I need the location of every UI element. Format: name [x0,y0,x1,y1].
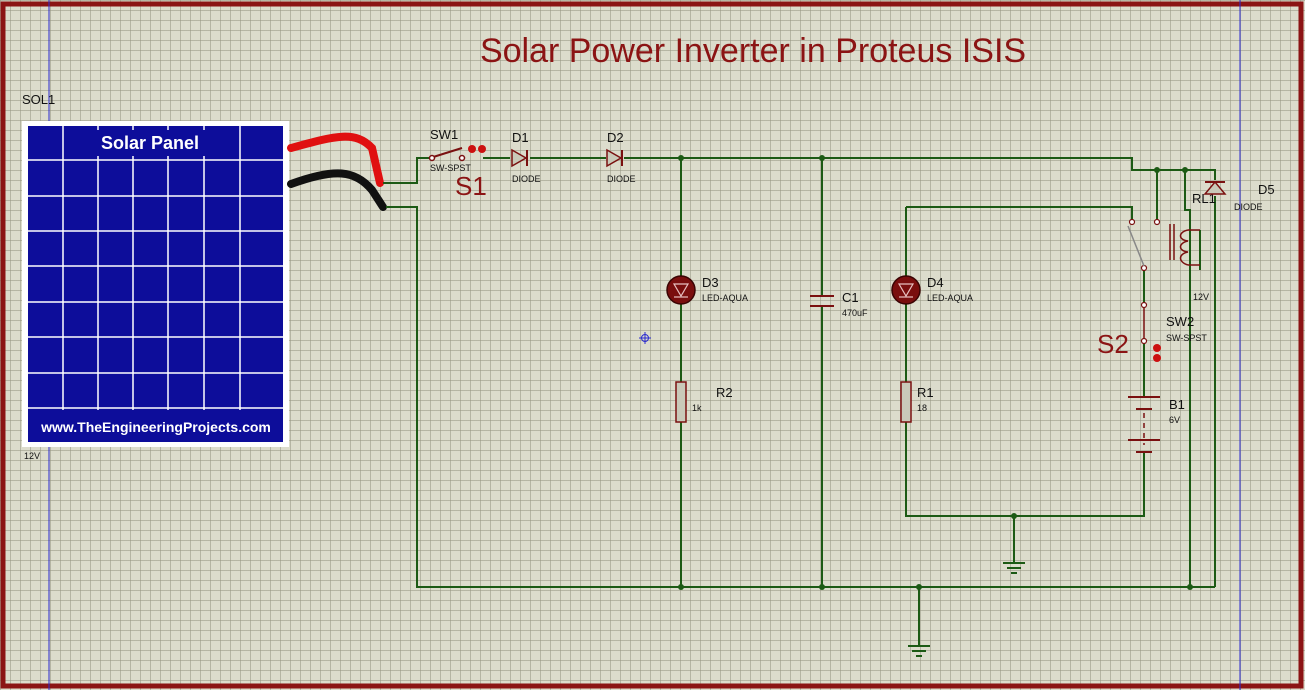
r1-ref: R1 [917,385,934,400]
r1-value: 18 [917,403,927,413]
black-lead [287,169,387,211]
resistor-r2[interactable] [675,381,687,423]
r2-ref: R2 [716,385,733,400]
red-lead [287,132,384,187]
solar-panel[interactable]: Solar Panel www.TheEngineeringProjects.c… [22,121,289,447]
switch-sw1[interactable] [428,145,487,162]
diode-d5[interactable] [1203,180,1227,195]
battery-b1[interactable] [1128,396,1160,453]
diagram-title: Solar Power Inverter in Proteus ISIS [480,32,1026,70]
sw2-button[interactable] [1153,344,1161,352]
b1-value: 6V [1169,415,1180,425]
sw1-alias: S1 [455,171,487,201]
d4-type: LED-AQUA [927,293,973,303]
d1-type: DIODE [512,174,541,184]
solar-panel-body [28,126,283,442]
d3-ref: D3 [702,275,719,290]
led-d3[interactable] [666,275,696,305]
sw1-ref: SW1 [430,127,458,142]
solar-panel-ref: SOL1 [22,92,55,107]
switch-sw2[interactable] [1140,301,1162,376]
diode-d2[interactable] [606,148,623,168]
d5-type: DIODE [1234,202,1263,212]
rl1-value: 12V [1193,292,1209,302]
solar-panel-value: 12V [24,451,40,461]
crosshair-marker [639,332,651,344]
junctions [678,155,1193,590]
solar-panel-grid [28,126,283,410]
d4-ref: D4 [927,275,944,290]
wires [383,157,1216,646]
led-d4[interactable] [891,275,921,305]
c1-ref: C1 [842,290,859,305]
solar-panel-label-bg [64,130,238,156]
sw2-ref: SW2 [1166,314,1194,329]
sw1-type: SW-SPST [430,163,471,173]
r2-value: 1k [692,403,702,413]
d1-ref: D1 [512,130,529,145]
ground-symbol-main [908,645,930,657]
capacitor-c1[interactable] [810,295,834,307]
relay-coil [1179,229,1189,266]
relay-rl1[interactable] [1127,218,1200,272]
sw1-button[interactable] [468,145,476,153]
b1-ref: B1 [1169,397,1185,412]
d2-ref: D2 [607,130,624,145]
relay-contact-arm [1127,225,1145,267]
solar-panel-website: www.TheEngineeringProjects.com [40,419,271,435]
sw2-type: SW-SPST [1166,333,1207,343]
solar-panel-website-bg [30,412,281,440]
diode-d1[interactable] [511,148,528,168]
d2-type: DIODE [607,174,636,184]
d3-type: LED-AQUA [702,293,748,303]
sw2-alias: S2 [1097,329,1129,359]
resistor-r1[interactable] [900,381,912,423]
c1-value: 470uF [842,308,868,318]
solar-panel-label: Solar Panel [101,133,199,153]
d5-ref: D5 [1258,182,1275,197]
ground-symbol-d4 [1003,562,1025,574]
